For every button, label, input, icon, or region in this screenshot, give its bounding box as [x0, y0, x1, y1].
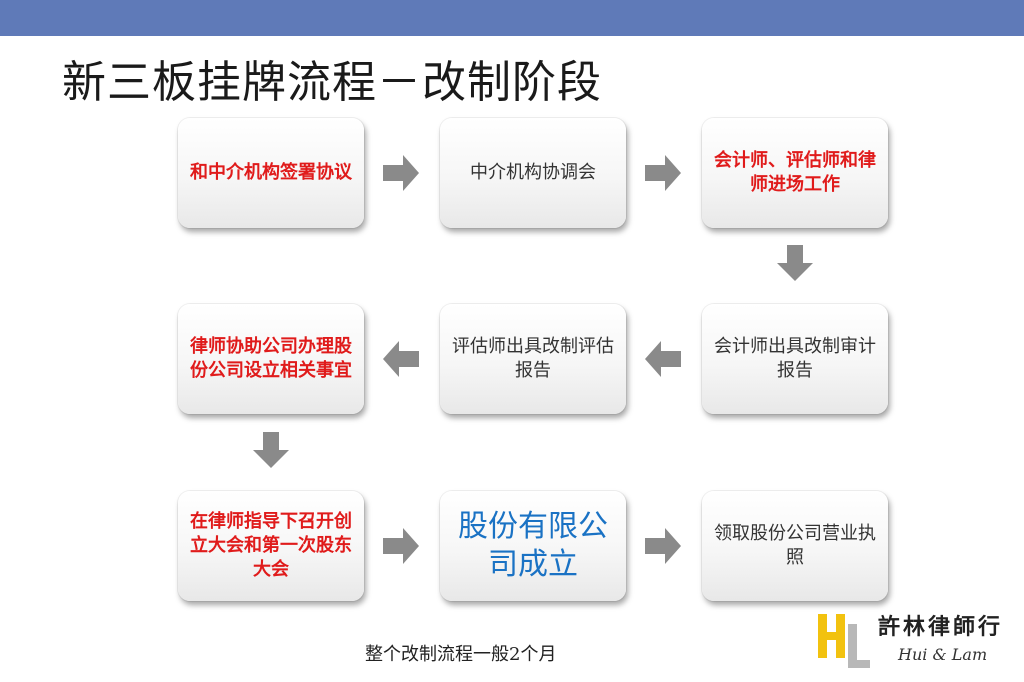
arrow-right-icon [383, 528, 419, 564]
step-professionals-onsite: 会计师、评估师和律师进场工作 [702, 118, 888, 228]
arrow-down-icon [253, 432, 289, 468]
step-audit-report: 会计师出具改制审计报告 [702, 304, 888, 414]
step-coordination-meeting: 中介机构协调会 [440, 118, 626, 228]
step-founding-meeting: 在律师指导下召开创立大会和第一次股东大会 [178, 491, 364, 601]
step-establishment-matters: 律师协助公司办理股份公司设立相关事宜 [178, 304, 364, 414]
slide-title: 新三板挂牌流程－改制阶段 [62, 57, 602, 108]
step-business-license: 领取股份公司营业执照 [702, 491, 888, 601]
header-bar [0, 0, 1024, 36]
law-firm-logo: 許林律師行 Hui & Lam [818, 614, 1003, 668]
step-valuation-report: 评估师出具改制评估报告 [440, 304, 626, 414]
footer-note: 整个改制流程一般2个月 [365, 644, 557, 665]
arrow-right-icon [645, 155, 681, 191]
arrow-right-icon [383, 155, 419, 191]
svg-text:許林律師行: 許林律師行 [878, 614, 1003, 640]
step-company-established: 股份有限公司成立 [440, 491, 626, 601]
svg-text:Hui & Lam: Hui & Lam [897, 645, 987, 664]
arrow-left-icon [645, 341, 681, 377]
arrow-left-icon [383, 341, 419, 377]
arrow-down-icon [777, 245, 813, 281]
arrow-right-icon [645, 528, 681, 564]
step-sign-agreement: 和中介机构签署协议 [178, 118, 364, 228]
